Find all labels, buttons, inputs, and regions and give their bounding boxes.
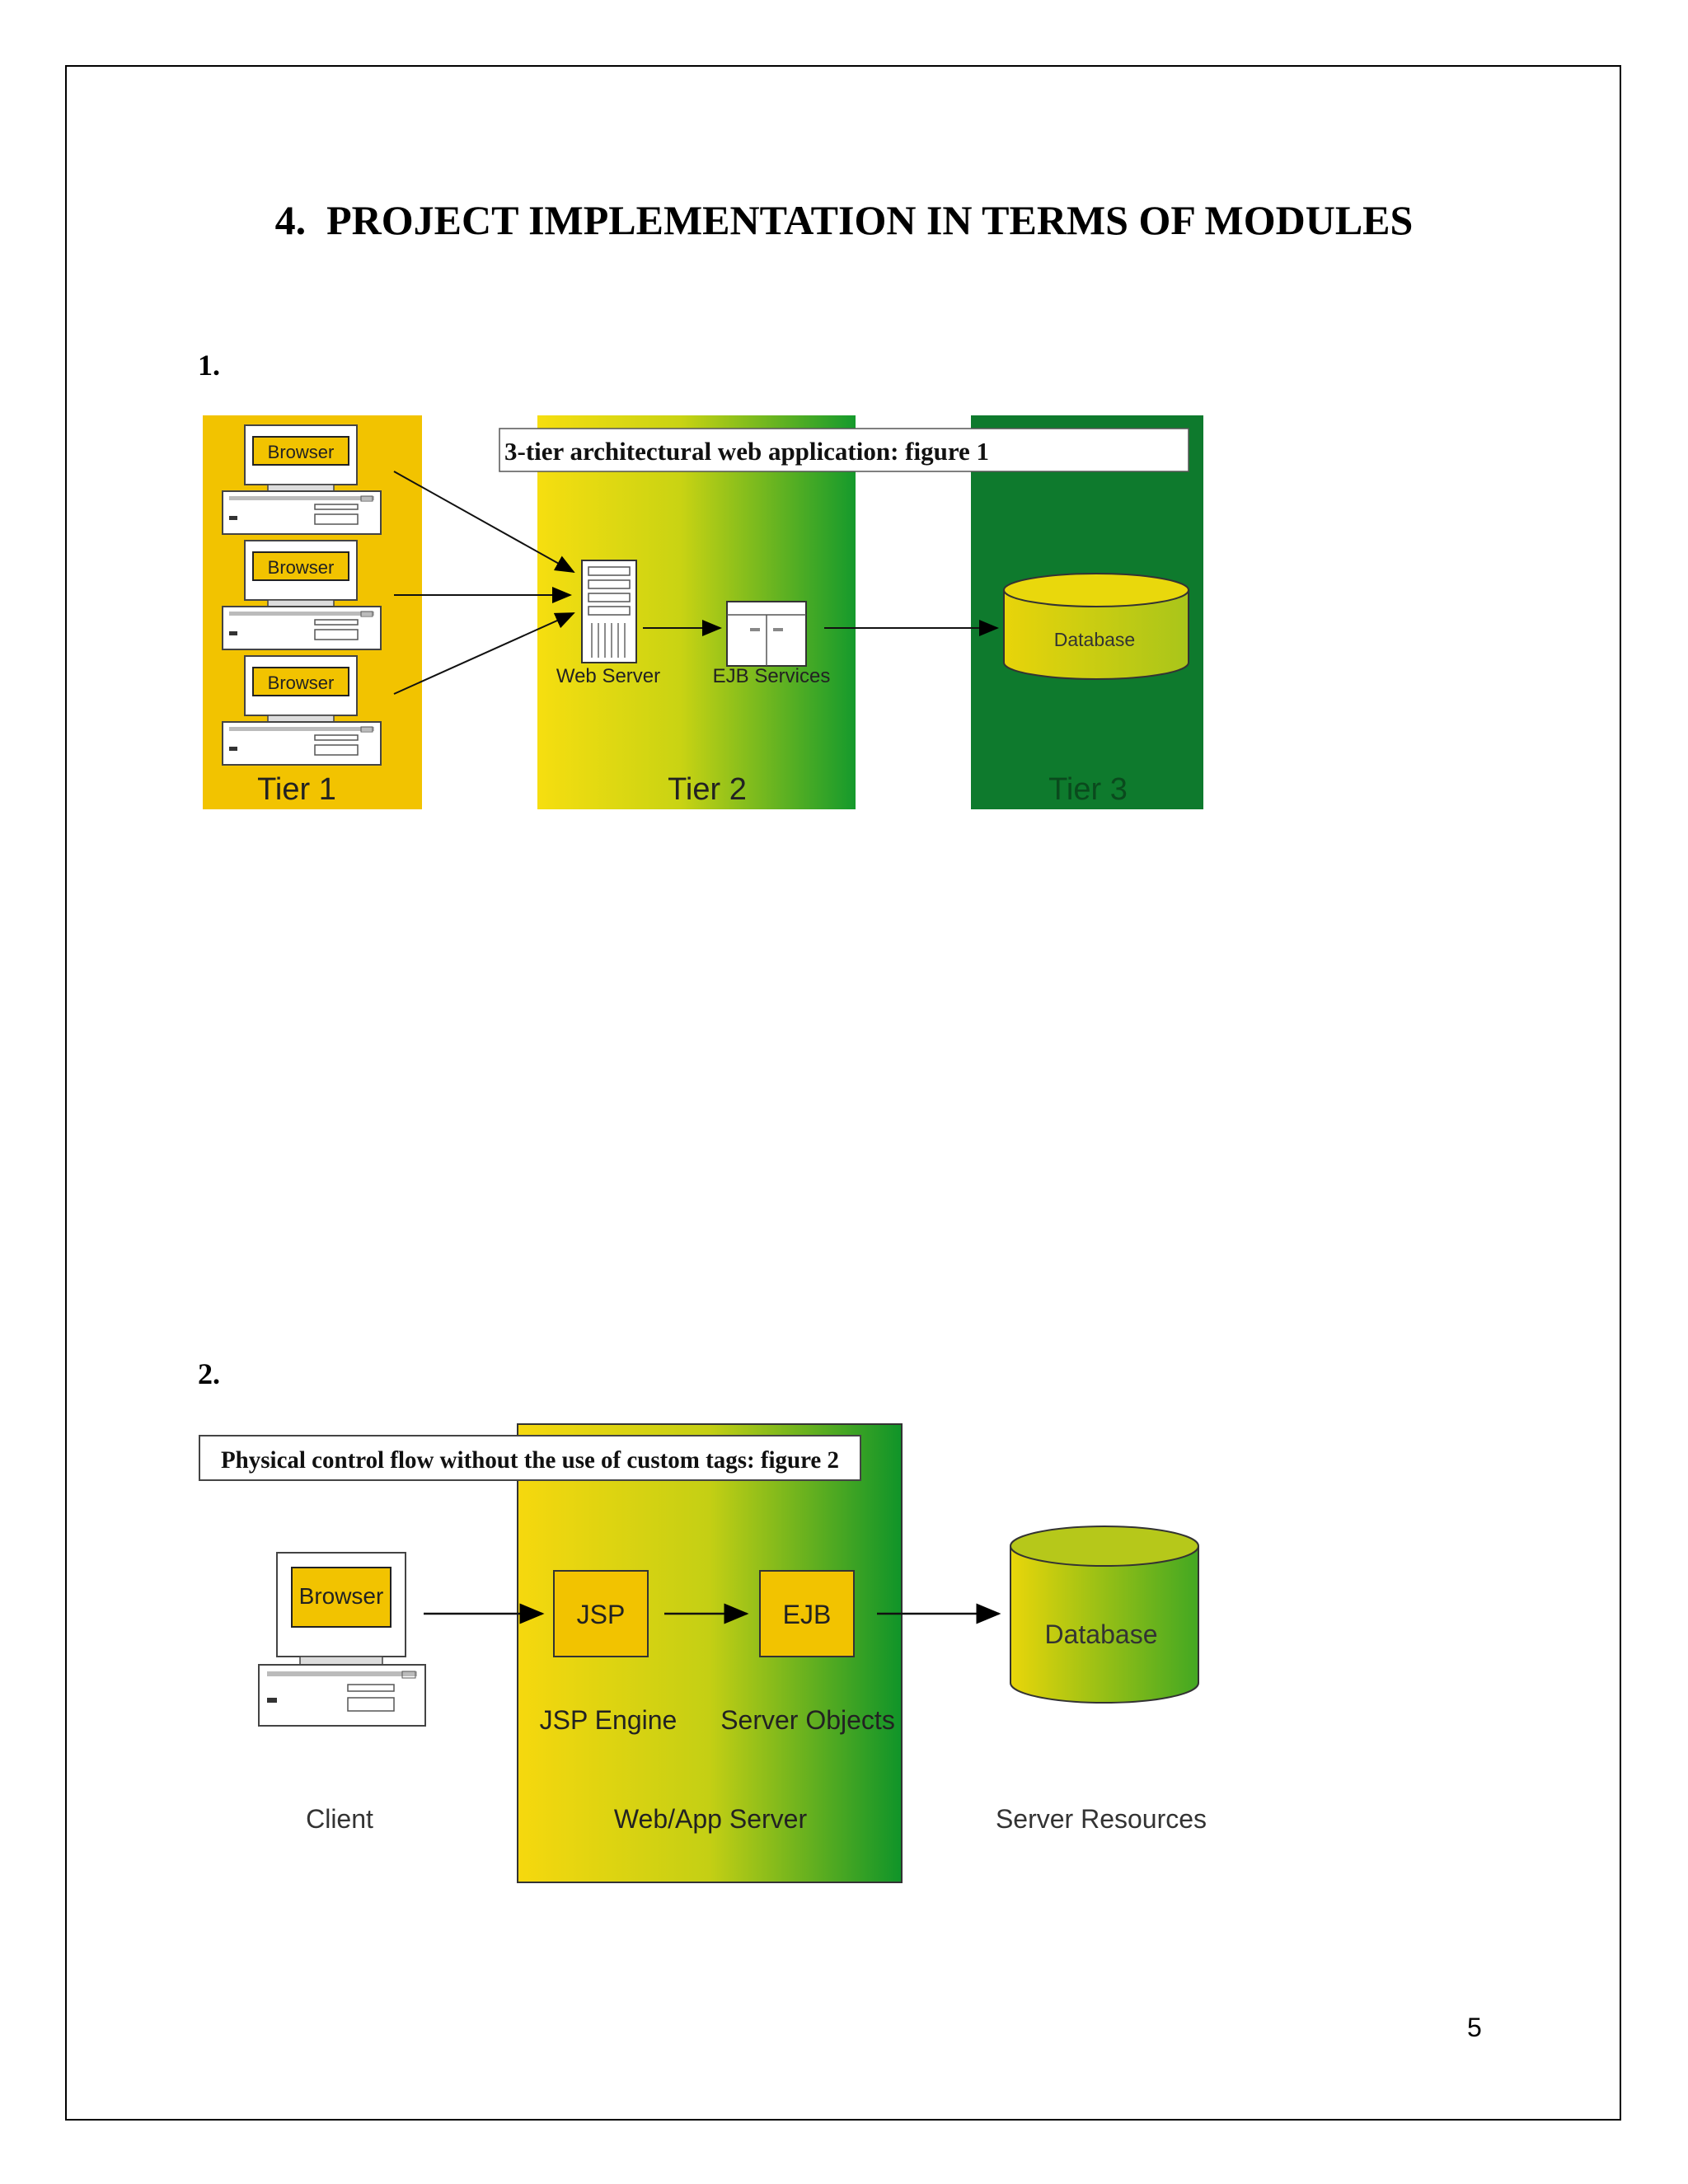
web-server-label: Web Server [556, 665, 660, 687]
database-icon-2 [1010, 1526, 1199, 1704]
jsp-label: JSP [577, 1600, 626, 1629]
database-label-1: Database [1054, 629, 1135, 650]
figure-2-caption-box [199, 1435, 861, 1481]
browser-label-1: Browser [268, 442, 335, 462]
browser-label-3: Browser [268, 673, 335, 693]
arrow-browser1-webserver [393, 471, 575, 573]
figure-1-caption: 3-tier architectural web application: fi… [504, 437, 989, 466]
page-heading: 4. PROJECT IMPLEMENTATION IN TERMS OF MO… [0, 196, 1688, 244]
arrow-browser3-webserver [393, 612, 575, 695]
client-label: Client [306, 1804, 373, 1834]
heading-number: 4. [274, 197, 307, 243]
ejb-box [759, 1570, 855, 1657]
figure-2-caption: Physical control flow without the use of… [221, 1446, 839, 1474]
web-app-server-label: Web/App Server [614, 1804, 808, 1834]
tier-3-label: Tier 3 [1048, 772, 1128, 807]
server-objects-label: Server Objects [720, 1705, 895, 1735]
database-icon-1 [1003, 573, 1189, 680]
server-resources-label: Server Resources [996, 1804, 1207, 1834]
ejb-services-label: EJB Services [713, 665, 831, 687]
ejb-services-icon [726, 601, 807, 667]
tier-2-label: Tier 2 [668, 772, 747, 807]
computer-1: Browser [222, 424, 382, 535]
figure-1: 3-tier architectural web application: fi… [203, 415, 1203, 809]
section-label-2: 2. [198, 1357, 220, 1390]
computer-2: Browser [222, 540, 382, 650]
database-label-2: Database [1045, 1619, 1158, 1649]
client-browser-label: Browser [299, 1583, 384, 1609]
figure-2: Physical control flow without the use of… [198, 1422, 1208, 1886]
page-number: 5 [1467, 2013, 1482, 2042]
jsp-engine-label: JSP Engine [540, 1705, 678, 1735]
page-border [65, 65, 1621, 2121]
tier-1-label: Tier 1 [257, 772, 336, 807]
browser-label-2: Browser [268, 557, 335, 578]
figure-1-caption-box [499, 428, 1189, 472]
jsp-box [553, 1570, 649, 1657]
client-computer: Browser [258, 1552, 426, 1727]
section-label-1: 1. [198, 349, 220, 382]
heading-title: PROJECT IMPLEMENTATION IN TERMS OF MODUL… [326, 197, 1414, 243]
computer-3: Browser [222, 655, 382, 766]
web-server-icon [581, 560, 637, 663]
ejb-box-label: EJB [783, 1600, 832, 1629]
